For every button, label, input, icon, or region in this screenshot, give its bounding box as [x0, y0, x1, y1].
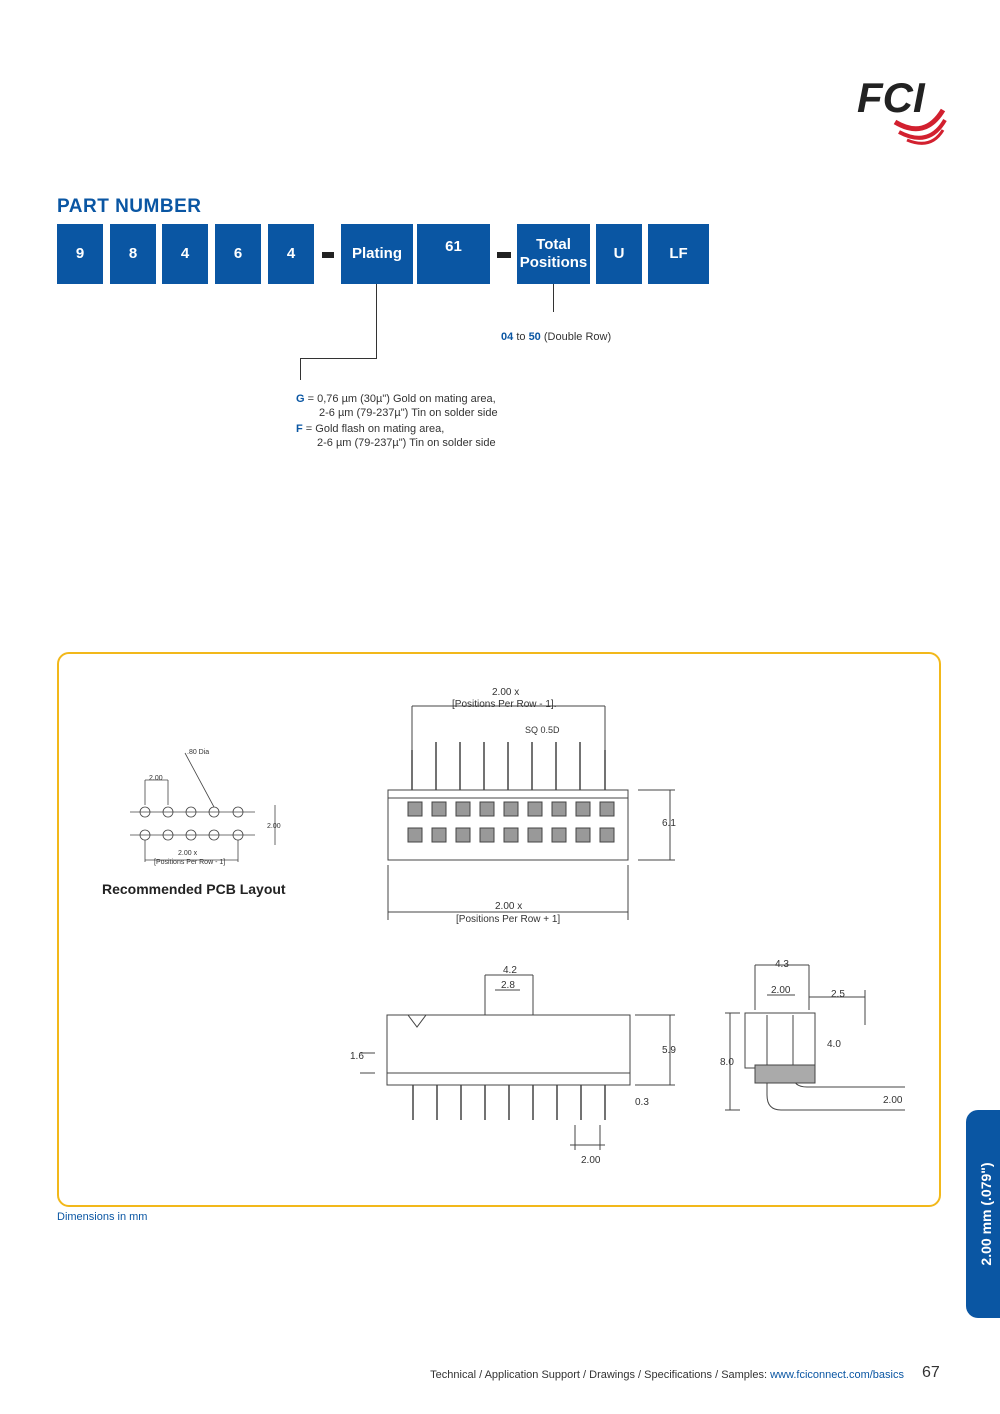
end-h40-label: 4.0 — [827, 1039, 841, 1050]
front-top-label-1: 2.00 x — [492, 687, 519, 698]
front-height-label: 6.1 — [662, 818, 676, 829]
fci-logo: FCI — [855, 70, 950, 150]
pn-dash-1 — [322, 252, 334, 258]
total-positions-connector — [553, 284, 554, 312]
pcb-layout-drawing: .80 Dia 2.00 2.00 2.00 x [Positions Per … — [130, 749, 281, 866]
page-number: 67 — [922, 1364, 940, 1381]
footer: Technical / Application Support / Drawin… — [430, 1369, 904, 1381]
pcb-row-label: 2.00 — [267, 823, 281, 830]
plating-connector-v1 — [376, 284, 377, 358]
plating-note-g: G = 0,76 µm (30µ") Gold on mating area, … — [296, 392, 498, 420]
range-from: 04 — [501, 331, 514, 343]
range-suffix: (Double Row) — [543, 331, 612, 343]
end-h200-label: 2.00 — [883, 1095, 903, 1106]
pn-digit-1: 9 — [57, 224, 103, 284]
pn-lf: LF — [648, 224, 709, 284]
dimensions-note: Dimensions in mm — [57, 1211, 148, 1223]
pn-u: U — [596, 224, 642, 284]
footer-link[interactable]: www.fciconnect.com/basics — [770, 1369, 904, 1381]
side-w28-label: 2.8 — [501, 980, 515, 991]
side-h03-label: 0.3 — [635, 1097, 649, 1108]
end-w43-label: 4.3 — [775, 959, 789, 970]
front-view-drawing: 2.00 x [Positions Per Row - 1]. SQ 0.5D … — [387, 687, 676, 925]
side-w42-label: 4.2 — [503, 965, 517, 976]
plating-g-line2: 2-6 µm (79-237µ") Tin on solder side — [319, 407, 498, 419]
pn-61: 61 — [417, 224, 490, 284]
side-tab: 2.00 mm (.079") — [966, 1110, 1000, 1318]
front-top-label-2: [Positions Per Row - 1]. — [452, 699, 556, 710]
end-h80-label: 8.0 — [720, 1057, 734, 1068]
plating-code-g: G — [296, 393, 305, 405]
side-tab-label: 2.00 mm (.079") — [978, 1162, 994, 1266]
plating-code-f: F — [296, 423, 303, 435]
drawing-frame — [57, 652, 941, 1207]
side-view-drawing: 4.2 2.8 1.6 5.9 0.3 2.00 — [350, 965, 676, 1166]
end-view-drawing: 4.3 2.00 2.5 4.0 8.0 2.00 — [720, 959, 905, 1111]
side-p200-label: 2.00 — [581, 1155, 601, 1166]
plating-f-line1: = Gold flash on mating area, — [305, 423, 445, 435]
pn-total-positions: Total Positions — [517, 224, 590, 284]
range-to-word: to — [516, 331, 526, 343]
end-w25-label: 2.5 — [831, 989, 845, 1000]
front-sq-label: SQ 0.5D — [525, 725, 560, 735]
pcb-pitch-label: 2.00 — [149, 775, 163, 782]
total-positions-note: 04 to 50 (Double Row) — [501, 330, 611, 344]
plating-connector-v2 — [300, 358, 301, 380]
plating-f-line2: 2-6 µm (79-237µ") Tin on solder side — [317, 437, 496, 449]
part-number-title: PART NUMBER — [57, 196, 202, 217]
front-bottom-label-2: [Positions Per Row + 1] — [456, 914, 560, 925]
pcb-dia-label: .80 Dia — [187, 749, 209, 756]
range-to: 50 — [528, 331, 541, 343]
plating-note-f: F = Gold flash on mating area, 2-6 µm (7… — [296, 422, 496, 450]
pn-digit-2: 8 — [110, 224, 156, 284]
logo-text: FCI — [857, 74, 926, 121]
front-bottom-label-1: 2.00 x — [495, 901, 522, 912]
footer-text: Technical / Application Support / Drawin… — [430, 1369, 771, 1381]
pn-digit-3: 4 — [162, 224, 208, 284]
pcb-bottom-label-2: [Positions Per Row - 1] — [154, 859, 225, 866]
pn-plating: Plating — [341, 224, 413, 284]
pcb-bottom-label-1: 2.00 x — [178, 850, 198, 857]
pcb-layout-title: Recommended PCB Layout — [102, 881, 286, 897]
end-w200-label: 2.00 — [771, 985, 791, 996]
plating-g-line1: = 0,76 µm (30µ") Gold on mating area, — [307, 393, 496, 405]
pn-dash-2 — [497, 252, 511, 258]
pn-digit-5: 4 — [268, 224, 314, 284]
side-h59-label: 5.9 — [662, 1045, 676, 1056]
plating-connector-h — [300, 358, 377, 359]
side-h16-label: 1.6 — [350, 1051, 364, 1062]
pn-digit-4: 6 — [215, 224, 261, 284]
